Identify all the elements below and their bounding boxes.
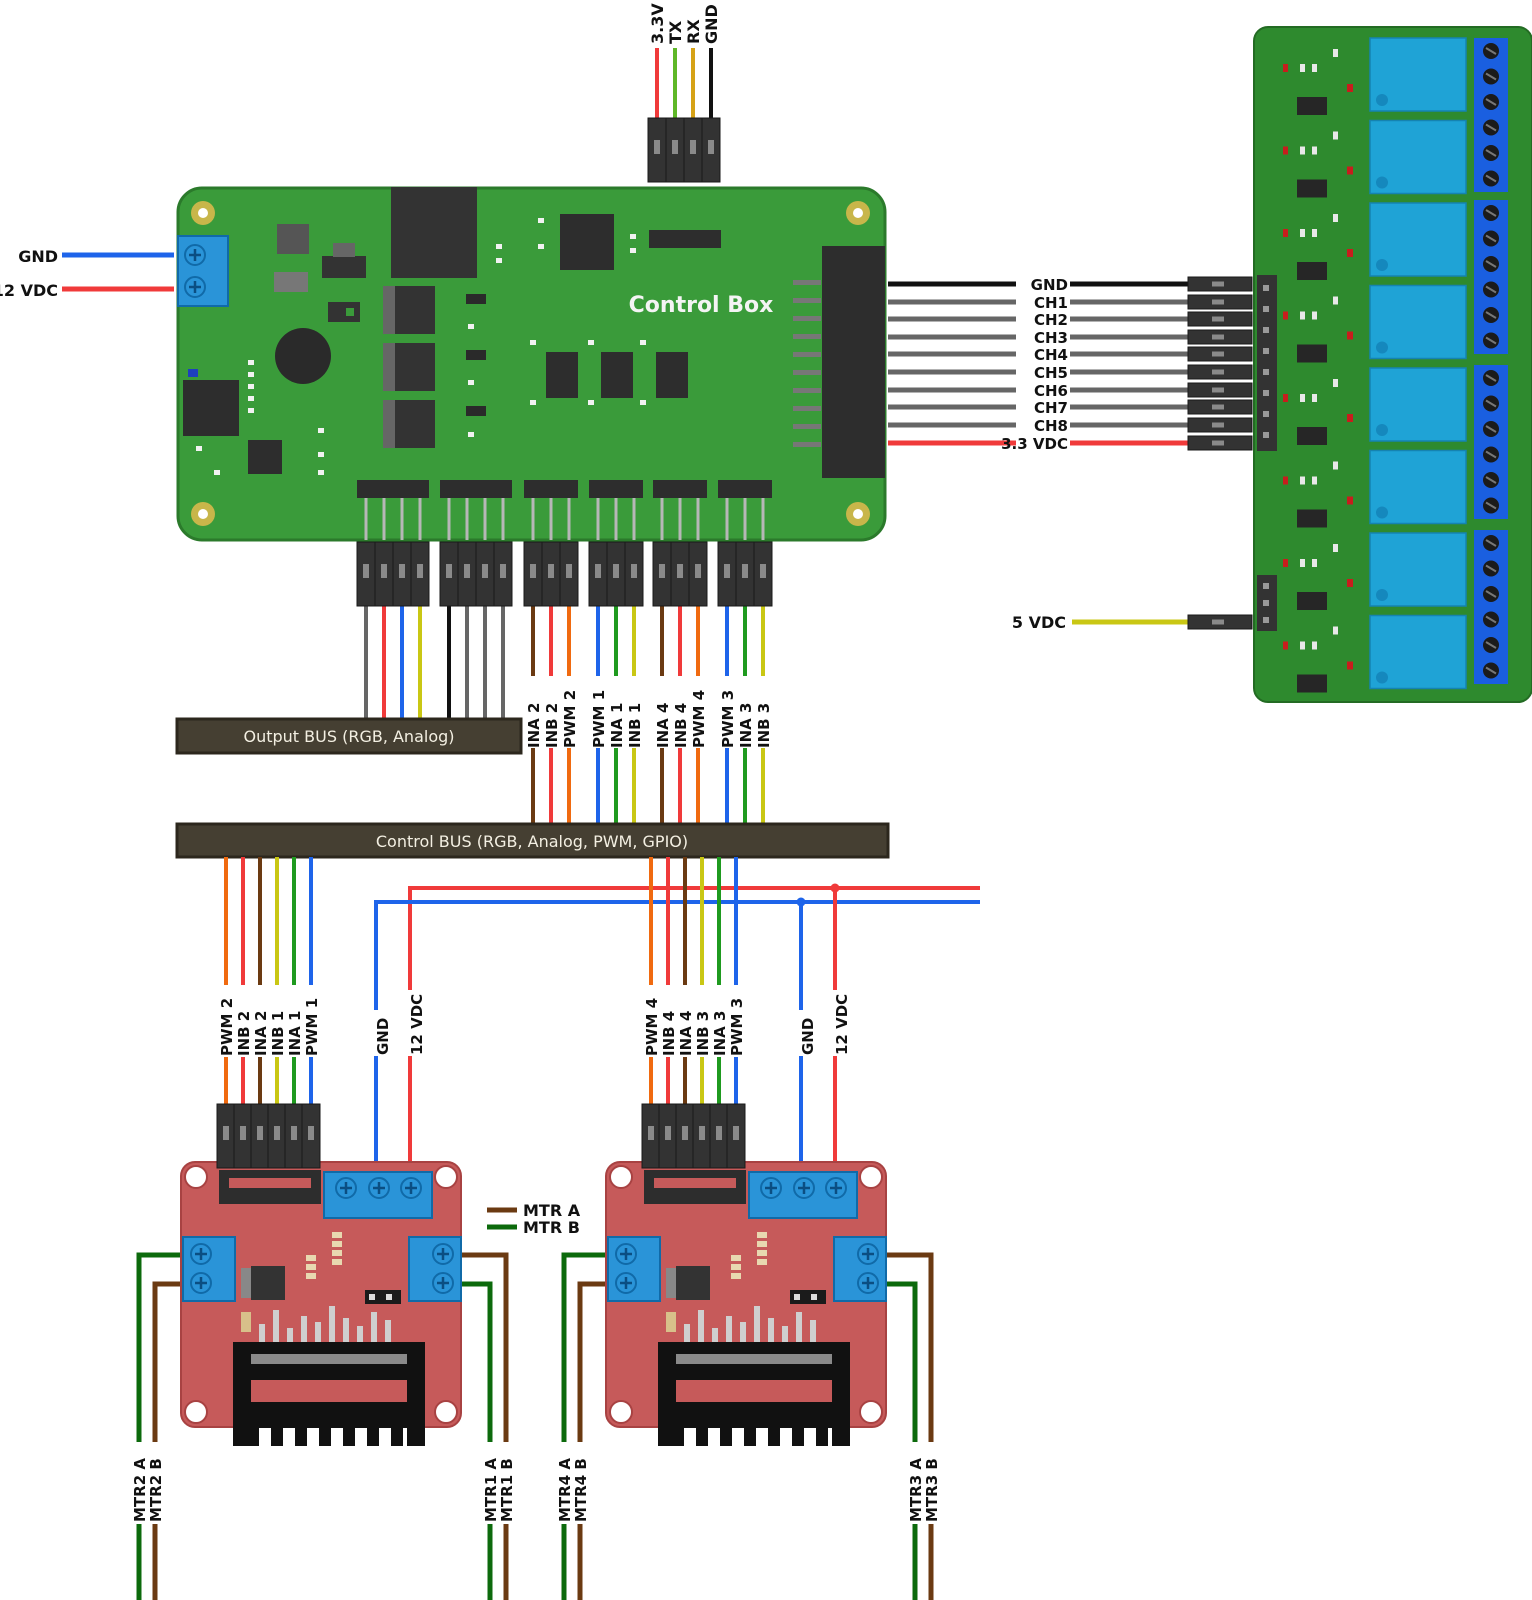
channel-label-7: CH7: [1034, 399, 1068, 417]
channel-label-3: CH3: [1034, 329, 1068, 347]
control-bus: Control BUS (RGB, Analog, PWM, GPIO): [175, 822, 890, 859]
serial-3v3-label: 3.3V: [648, 3, 667, 44]
relay-board: [1253, 26, 1532, 703]
control-box-title: Control Box: [629, 293, 774, 318]
relay-5vdc-wire: 5 VDC: [1012, 613, 1253, 632]
channel-label-1: CH1: [1034, 294, 1068, 312]
control-signal-label-11: INB 3: [755, 703, 773, 748]
driver-signal-label-2: INA 2: [252, 1011, 270, 1056]
power-12vdc-label: 12 VDC: [0, 281, 58, 300]
channel-label-8: CH8: [1034, 417, 1068, 435]
control-signal-label-3: PWM 1: [590, 690, 608, 748]
control-signal-label-4: INA 1: [608, 703, 626, 748]
power-input-wires: GND 12 VDC: [0, 247, 174, 300]
motor-right-b-label: MTR1 B: [498, 1458, 516, 1522]
motor-left-a-label: MTR4 A: [556, 1458, 574, 1522]
channel-label-9: 3.3 VDC: [1001, 435, 1068, 453]
serial-rx-label: RX: [684, 19, 703, 44]
motor-right-a-label: MTR1 A: [482, 1458, 500, 1522]
motor-left-b-label: MTR4 B: [572, 1458, 590, 1522]
driver-signal-label-0: PWM 2: [218, 998, 236, 1056]
control-signal-label-0: INA 2: [525, 703, 543, 748]
driver-signal-label-5: PWM 1: [303, 998, 321, 1056]
motor-right-b-label: MTR3 B: [923, 1458, 941, 1522]
driver-signal-label-1: INB 4: [660, 1011, 678, 1056]
motor-left-b-label: MTR2 B: [147, 1458, 165, 1522]
serial-gnd-label: GND: [702, 4, 721, 44]
driver-signal-label-3: INB 3: [694, 1011, 712, 1056]
legend-mtr-a: MTR A: [523, 1201, 581, 1220]
control-signal-label-1: INB 2: [543, 703, 561, 748]
control-signal-label-9: PWM 3: [719, 690, 737, 748]
power-gnd-label: GND: [18, 247, 58, 266]
control-signal-label-5: INB 1: [626, 703, 644, 748]
motor-left-a-label: MTR2 A: [131, 1458, 149, 1522]
relay-5vdc-label: 5 VDC: [1012, 613, 1066, 632]
legend-mtr-b: MTR B: [523, 1218, 580, 1237]
driver-signal-label-4: INA 1: [286, 1011, 304, 1056]
serial-tx-label: TX: [666, 20, 685, 44]
driver-gnd-label: GND: [799, 1018, 817, 1055]
control-signal-label-7: INB 4: [672, 703, 690, 748]
output-bus-label: Output BUS (RGB, Analog): [243, 727, 454, 746]
control-signal-label-10: INA 3: [737, 703, 755, 748]
output-bus: Output BUS (RGB, Analog): [175, 717, 523, 755]
driver-signal-label-2: INA 4: [677, 1011, 695, 1056]
channel-label-4: CH4: [1034, 346, 1068, 364]
channel-label-0: GND: [1031, 276, 1068, 294]
driver-12vdc-label: 12 VDC: [833, 994, 851, 1055]
control-signal-label-2: PWM 2: [561, 690, 579, 748]
driver-signal-label-0: PWM 4: [643, 998, 661, 1056]
driver-12vdc-label: 12 VDC: [408, 994, 426, 1055]
channel-label-2: CH2: [1034, 311, 1068, 329]
channel-label-5: CH5: [1034, 364, 1068, 382]
driver-signal-label-3: INB 1: [269, 1011, 287, 1056]
driver-gnd-label: GND: [374, 1018, 392, 1055]
serial-wires: 3.3V TX RX GND: [647, 3, 721, 183]
driver-signal-label-4: INA 3: [711, 1011, 729, 1056]
driver-signal-label-5: PWM 3: [728, 998, 746, 1056]
control-box-board: Control Box: [176, 186, 887, 542]
driver-signal-label-1: INB 2: [235, 1011, 253, 1056]
channel-label-6: CH6: [1034, 382, 1068, 400]
control-signal-label-6: INA 4: [654, 703, 672, 748]
motor-right-a-label: MTR3 A: [907, 1458, 925, 1522]
control-bus-label: Control BUS (RGB, Analog, PWM, GPIO): [376, 832, 688, 851]
control-signal-label-8: PWM 4: [690, 690, 708, 748]
motor-legend: MTR A MTR B: [487, 1201, 581, 1237]
